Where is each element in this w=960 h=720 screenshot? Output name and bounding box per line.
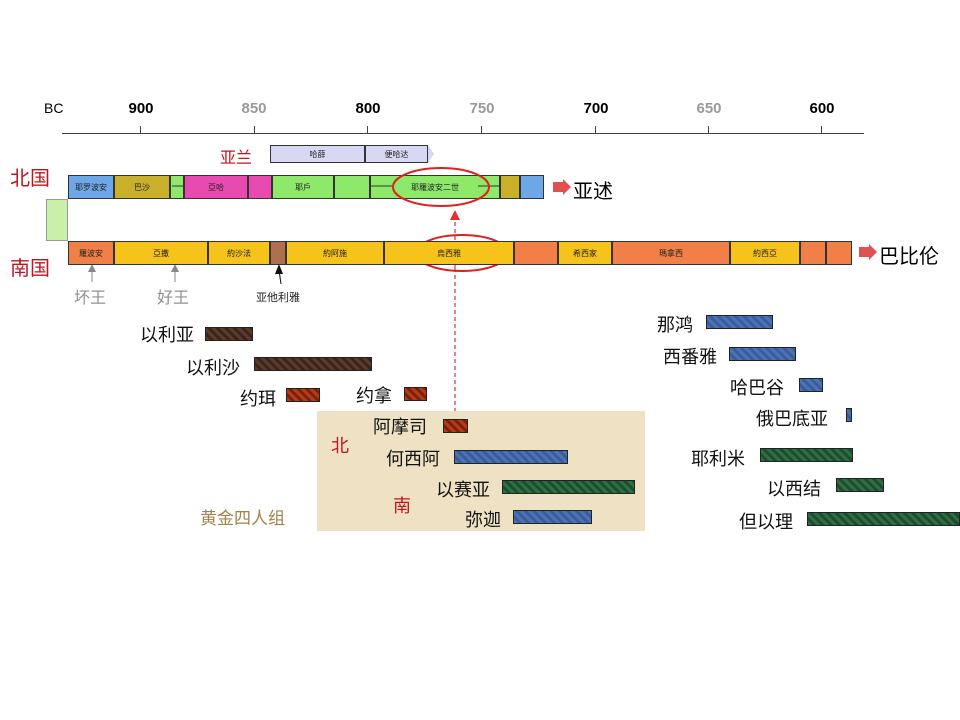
prophet-label-nahum: 那鸿 [657, 315, 693, 336]
prophet-bar-ezekiel [836, 478, 884, 492]
prophet-label-isaiah: 以赛亚 [436, 480, 490, 501]
prophet-label-ezekiel: 以西结 [767, 479, 821, 500]
golden-four-south-label: 南 [393, 496, 411, 517]
prophet-label-daniel: 但以理 [739, 512, 793, 533]
prophet-label-jonah: 约拿 [356, 386, 392, 407]
south-label: 南国 [10, 256, 50, 280]
north-seg-late [500, 175, 520, 199]
kingdom-split-connector [46, 199, 68, 241]
south-seg-manasseh: 瑪拿西 [612, 241, 730, 265]
axis-tick [821, 126, 822, 134]
tick-label-850: 850 [241, 100, 267, 117]
aram-label: 亚兰 [220, 148, 253, 167]
axis-tick [595, 126, 596, 134]
prophet-bar-jeremiah [760, 448, 853, 462]
north-seg-end [520, 175, 544, 199]
south-seg-athaliah [270, 241, 286, 265]
prophet-label-zephaniah: 西番雅 [663, 347, 717, 368]
north-seg-jeroboam: 耶罗波安 [68, 175, 114, 199]
prophet-label-jeremiah: 耶利米 [691, 449, 745, 470]
north-seg-jehu: 耶戶 [272, 175, 334, 199]
prophet-bar-obadiah [846, 408, 852, 422]
aram-seg-hazael: 哈薛 [270, 145, 365, 163]
prophet-bar-joel [286, 388, 320, 402]
south-seg-hezekiah: 希西家 [558, 241, 612, 265]
north-fate-label: 亚述 [573, 179, 613, 203]
tick-label-700: 700 [583, 100, 609, 117]
prophet-bar-habakkuk [799, 378, 823, 392]
south-seg-late-2 [826, 241, 852, 265]
prophet-bar-elijah [205, 327, 253, 341]
prophet-label-elisha: 以利沙 [186, 358, 240, 379]
south-fate-arrow-body [859, 247, 869, 257]
note-good-king: 好王 [157, 288, 190, 307]
axis-tick [254, 126, 255, 134]
axis-tick [481, 126, 482, 134]
south-seg-jehoshaphat: 約沙法 [208, 241, 270, 265]
prophet-label-habakkuk: 哈巴谷 [730, 378, 784, 399]
axis-era-label: BC [44, 100, 64, 116]
north-fate-arrow-icon [563, 179, 571, 195]
axis-tick [140, 126, 141, 134]
north-fate-arrow-body [553, 182, 563, 192]
prophet-label-obadiah: 俄巴底亚 [756, 409, 828, 430]
tick-label-650: 650 [696, 100, 722, 117]
north-seg-ahab-sons [248, 175, 272, 199]
note-athaliah: 亚他利雅 [256, 291, 300, 304]
golden-four-title: 黄金四人组 [200, 509, 285, 529]
north-seg-baasha: 巴沙 [114, 175, 170, 199]
south-seg-uzziah: 烏西雅 [384, 241, 514, 265]
prophet-bar-jonah [404, 387, 427, 401]
south-seg-ahaz [514, 241, 558, 265]
south-seg-late-1 [800, 241, 826, 265]
prophet-label-micah: 弥迦 [465, 510, 501, 531]
prophet-bar-nahum [706, 315, 773, 329]
prophet-bar-daniel [807, 512, 960, 526]
prophet-label-elijah: 以利亚 [140, 325, 194, 346]
tick-label-750: 750 [469, 100, 495, 117]
north-seg-jeroboam-ii: 耶羅波安二世 [370, 175, 500, 199]
north-seg-ahab: 亞哈 [184, 175, 248, 199]
aram-arrow-tip [428, 145, 434, 163]
prophet-bar-amos [443, 419, 468, 433]
prophet-label-joel: 约珥 [240, 389, 276, 410]
north-label: 北国 [10, 166, 50, 190]
south-seg-joash: 約阿施 [286, 241, 384, 265]
prophet-bar-elisha [254, 357, 372, 371]
south-seg-josiah: 約西亞 [730, 241, 800, 265]
prophet-label-amos: 阿摩司 [373, 417, 427, 438]
prophet-bar-micah [513, 510, 592, 524]
south-fate-arrow-icon [869, 244, 877, 260]
time-axis [62, 133, 864, 134]
prophet-bar-hosea [454, 450, 568, 464]
north-seg-omri [170, 175, 184, 199]
south-seg-rehoboam: 羅波安 [68, 241, 114, 265]
prophet-bar-zephaniah [729, 347, 796, 361]
prophet-bar-isaiah [502, 480, 635, 494]
tick-label-900: 900 [128, 100, 154, 117]
south-fate-label: 巴比伦 [879, 244, 939, 268]
golden-four-north-label: 北 [331, 436, 349, 457]
aram-seg-benhadad: 便哈达 [365, 145, 428, 163]
tick-label-600: 600 [809, 100, 835, 117]
axis-tick [708, 126, 709, 134]
axis-tick [367, 126, 368, 134]
north-seg-jehoahaz [334, 175, 370, 199]
note-bad-king: 坏王 [74, 288, 107, 307]
prophet-label-hosea: 何西阿 [386, 449, 440, 470]
south-seg-asa: 亞撒 [114, 241, 208, 265]
tick-label-800: 800 [355, 100, 381, 117]
